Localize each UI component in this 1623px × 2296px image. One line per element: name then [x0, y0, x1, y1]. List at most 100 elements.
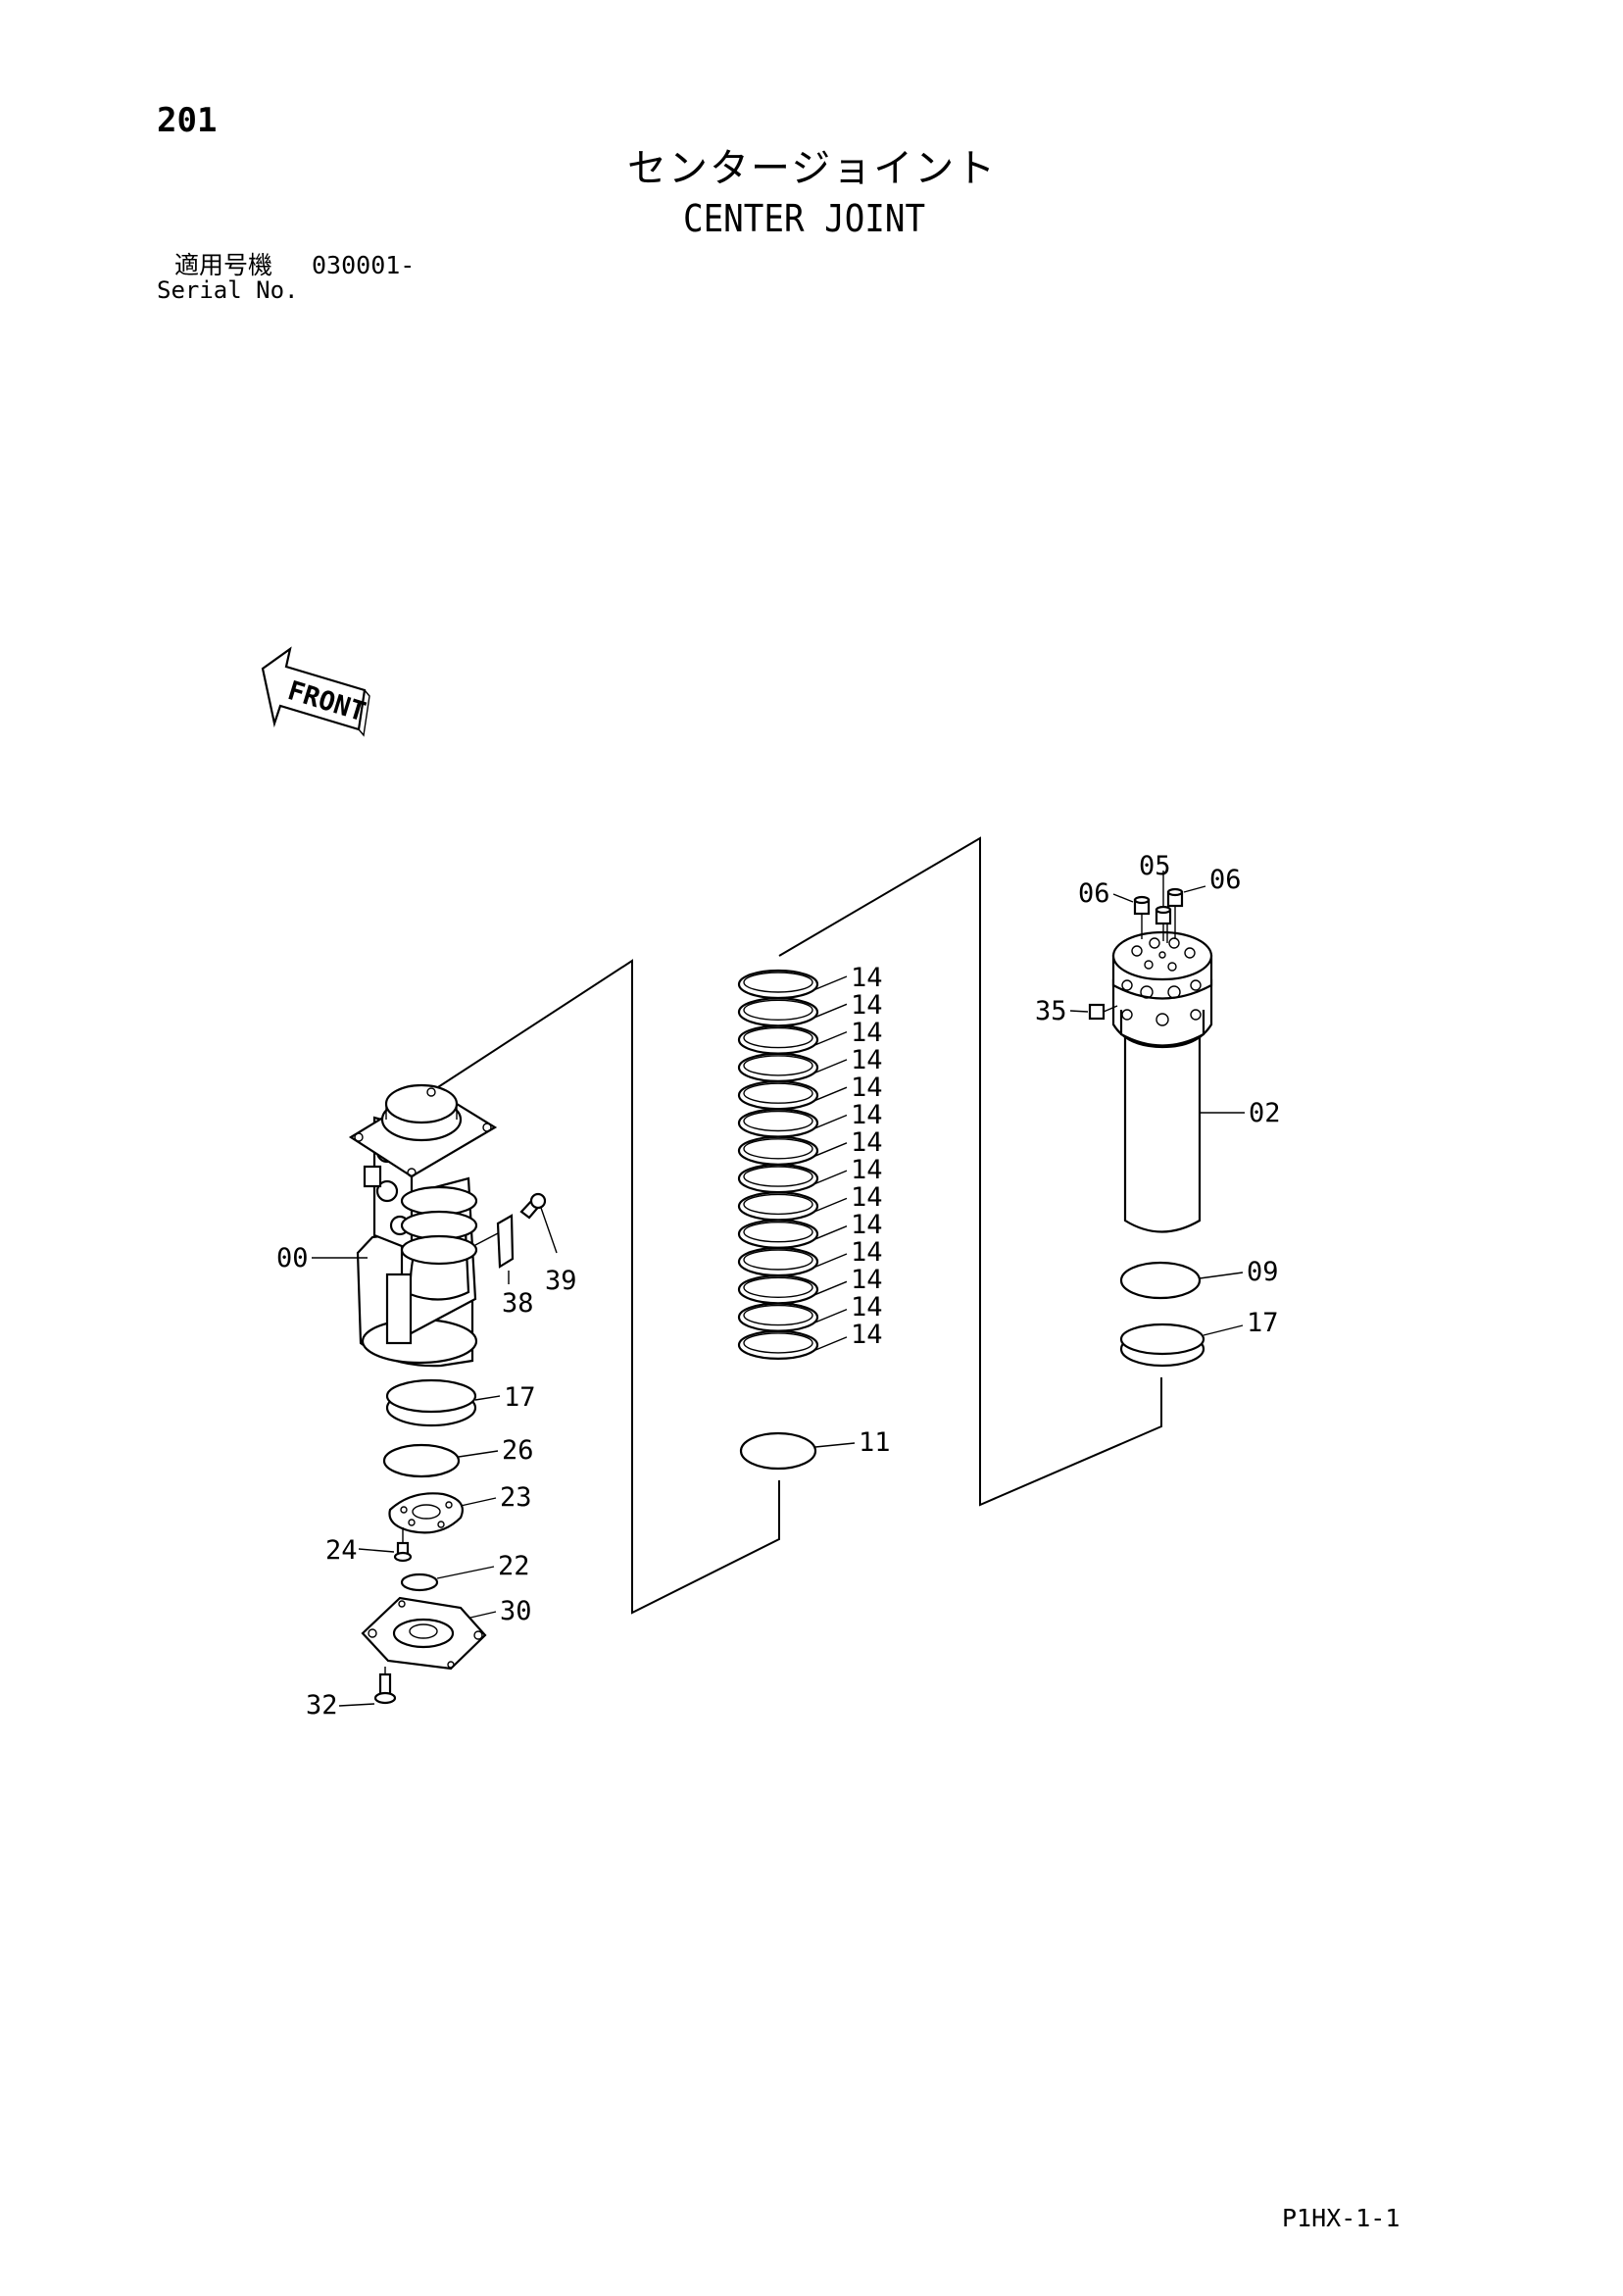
callout-09: 09 — [1247, 1257, 1279, 1287]
plug-06-right — [1166, 887, 1184, 939]
seal-ring-14-outer-5 — [737, 1080, 819, 1111]
seal-ring-14-leader-2 — [812, 1003, 848, 1019]
callout-14-7: 14 — [851, 1127, 883, 1158]
callout-14-4: 14 — [851, 1045, 883, 1075]
seal-ring-14-inner-12 — [743, 1276, 813, 1299]
callout-06b: 06 — [1209, 865, 1242, 895]
spindle-02 — [1111, 930, 1213, 1233]
seal-ring-14-outer-1 — [737, 969, 819, 1000]
ring-17-left — [385, 1378, 477, 1427]
serial-label-japanese: 適用号機 — [174, 251, 273, 279]
seal-ring-14-inner-3 — [743, 1026, 813, 1049]
seal-ring-14-outer-10 — [737, 1219, 819, 1249]
page-code: P1HX-1-1 — [1282, 2204, 1401, 2232]
seal-ring-14-leader-11 — [812, 1253, 848, 1269]
callout-30: 30 — [500, 1596, 532, 1626]
plate-23 — [388, 1492, 464, 1534]
ring-17-right — [1119, 1323, 1205, 1368]
seal-ring-14-inner-8 — [743, 1166, 813, 1187]
callout-column-14: 14 14 14 14 14 14 14 14 14 14 14 14 14 1… — [851, 963, 883, 1350]
callout-14-12: 14 — [851, 1265, 883, 1295]
callout-14-11: 14 — [851, 1237, 883, 1268]
plug-06-left — [1133, 895, 1151, 939]
seal-ring-14-inner-4 — [743, 1055, 813, 1076]
callout-02: 02 — [1249, 1098, 1281, 1128]
seal-ring-14-leader-8 — [812, 1170, 848, 1185]
seal-ring-14-leader-10 — [812, 1225, 848, 1241]
callout-26: 26 — [502, 1435, 534, 1466]
seal-ring-14-leader-4 — [812, 1059, 848, 1074]
seal-ring-14-leader-3 — [812, 1030, 848, 1047]
seal-ring-14-leader-6 — [812, 1114, 848, 1130]
assembly-guide-lines — [420, 836, 1162, 1615]
callout-14-9: 14 — [851, 1182, 883, 1213]
cover-30 — [361, 1596, 487, 1671]
seal-ring-14-outer-7 — [737, 1135, 819, 1166]
seal-ring-14-inner-14 — [743, 1332, 813, 1354]
title-english: CENTER JOINT — [683, 197, 926, 240]
bolt-24 — [393, 1527, 413, 1563]
callout-32: 32 — [306, 1690, 338, 1721]
seal-ring-14-leader-9 — [812, 1197, 848, 1214]
o-ring-09 — [1119, 1261, 1202, 1300]
callout-17b: 17 — [1247, 1308, 1279, 1338]
callout-24: 24 — [325, 1535, 358, 1566]
plug-05 — [1155, 905, 1172, 943]
seal-ring-14-outer-6 — [737, 1108, 819, 1138]
callout-39: 39 — [545, 1266, 577, 1296]
callout-22: 22 — [498, 1551, 530, 1581]
seal-ring-14-leader-1 — [812, 975, 848, 991]
front-arrow-icon: FRONT — [261, 646, 370, 737]
callout-14-5: 14 — [851, 1073, 883, 1103]
callout-14-13: 14 — [851, 1292, 883, 1323]
o-ring-26 — [382, 1443, 461, 1478]
callout-17a: 17 — [504, 1382, 536, 1413]
seal-ring-14-inner-11 — [743, 1249, 813, 1271]
callout-35: 35 — [1035, 996, 1067, 1026]
title-japanese: センタージョイント — [627, 146, 998, 191]
callout-14-1: 14 — [851, 963, 883, 993]
seal-ring-14-outer-2 — [737, 997, 819, 1027]
seal-ring-14-inner-7 — [743, 1138, 813, 1160]
bolt-39 — [519, 1192, 547, 1220]
seal-ring-14-outer-13 — [737, 1302, 819, 1332]
seal-ring-14-leader-12 — [812, 1280, 848, 1296]
plug-35 — [1088, 1003, 1118, 1021]
seal-ring-stack-14 — [737, 969, 848, 1361]
callout-14-8: 14 — [851, 1155, 883, 1185]
seal-ring-14-inner-9 — [743, 1193, 813, 1216]
page-number: 201 — [157, 101, 218, 140]
callout-05: 05 — [1139, 851, 1171, 881]
serial-label-english: Serial No. — [157, 276, 299, 304]
o-ring-11 — [739, 1431, 817, 1471]
seal-ring-14-inner-6 — [743, 1110, 813, 1132]
seal-ring-14-leader-13 — [812, 1308, 848, 1324]
seal-ring-14-inner-10 — [743, 1221, 813, 1243]
seal-ring-14-leader-5 — [812, 1086, 848, 1102]
callout-11: 11 — [859, 1427, 891, 1458]
o-ring-22 — [400, 1572, 439, 1592]
seal-ring-14-outer-9 — [737, 1191, 819, 1222]
serial-value: 030001- — [312, 251, 416, 279]
seal-ring-14-outer-14 — [737, 1329, 819, 1361]
callout-14-10: 14 — [851, 1210, 883, 1240]
callout-23: 23 — [500, 1482, 532, 1513]
callout-14-2: 14 — [851, 990, 883, 1021]
seal-ring-14-outer-12 — [737, 1274, 819, 1305]
seal-ring-14-inner-1 — [743, 972, 813, 993]
callout-14-3: 14 — [851, 1018, 883, 1048]
bolt-32 — [373, 1667, 397, 1705]
seal-ring-14-inner-13 — [743, 1304, 813, 1326]
callout-00: 00 — [276, 1243, 309, 1273]
seal-ring-14-outer-8 — [737, 1163, 819, 1194]
seal-ring-14-outer-3 — [737, 1024, 819, 1055]
seal-ring-14-leader-7 — [812, 1142, 848, 1158]
plate-38 — [474, 1214, 515, 1269]
callout-14-14: 14 — [851, 1320, 883, 1350]
seal-ring-14-inner-5 — [743, 1082, 813, 1104]
seal-ring-14-outer-11 — [737, 1246, 819, 1277]
center-joint-body — [348, 1083, 498, 1368]
callout-38: 38 — [502, 1288, 534, 1319]
seal-ring-14-leader-14 — [812, 1336, 848, 1352]
